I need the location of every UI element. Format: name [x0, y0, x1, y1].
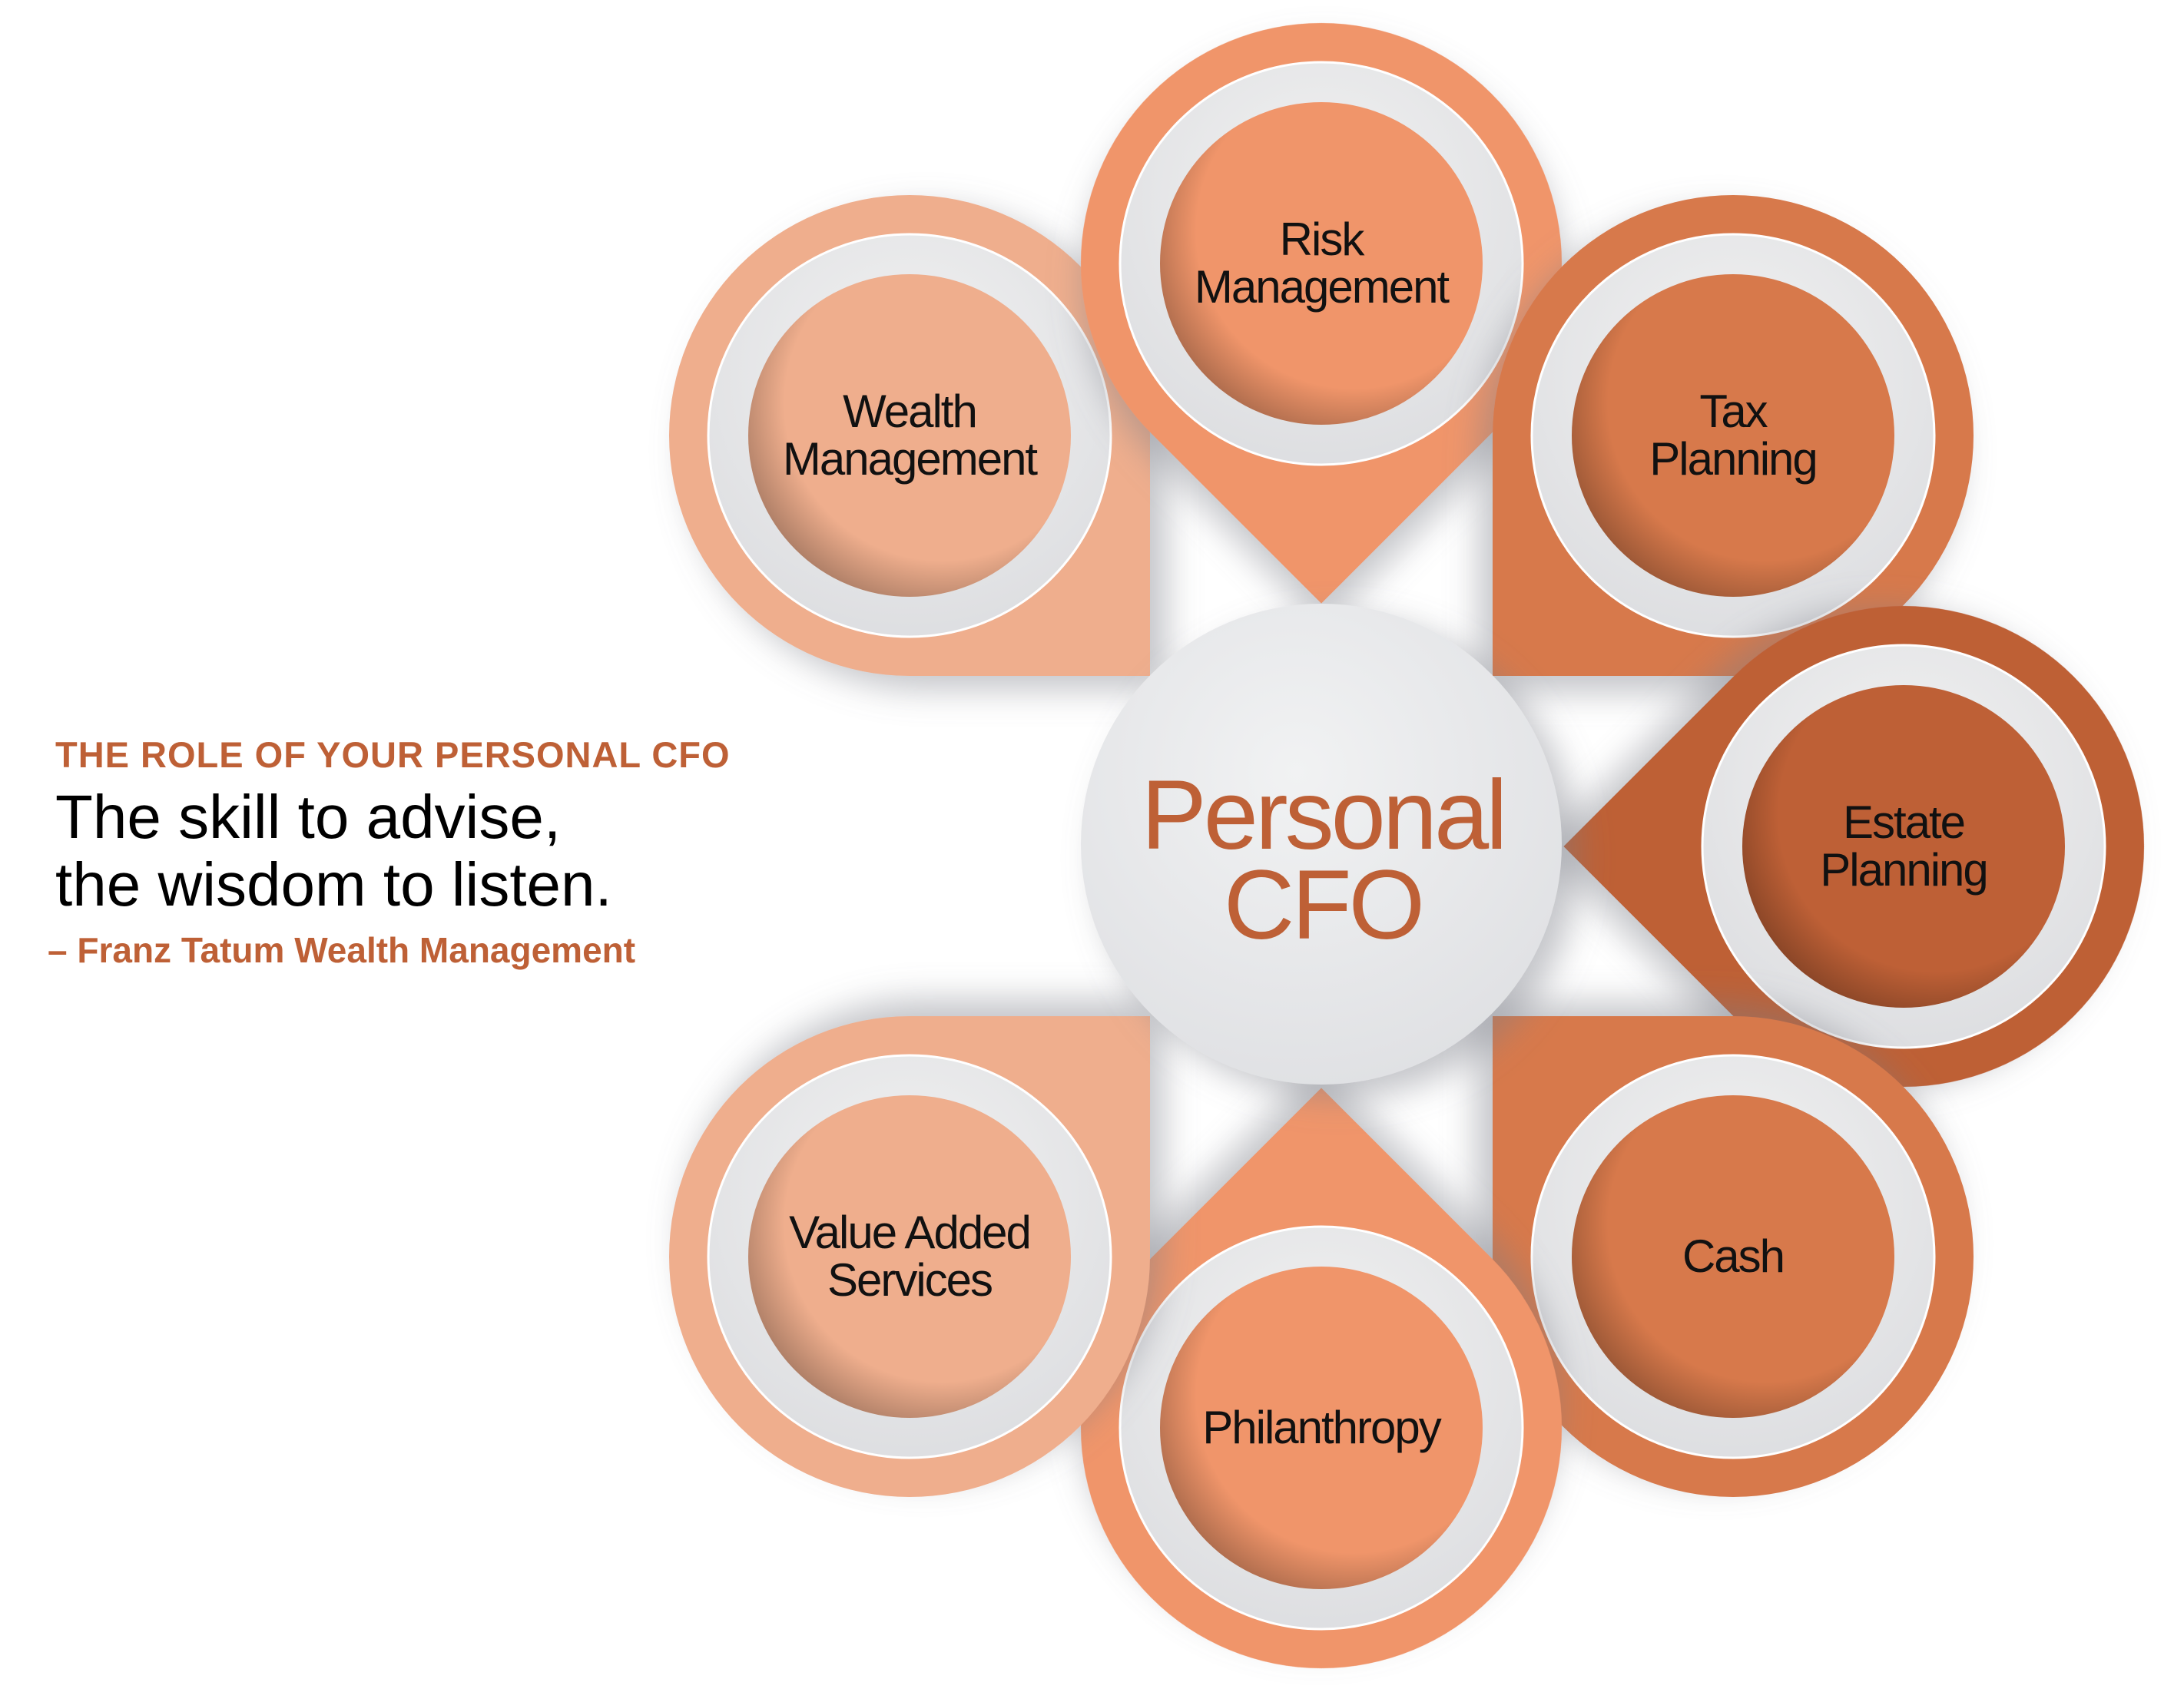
node-philanthropy: Philanthropy [1081, 1088, 1562, 1668]
node-label: Estate [1843, 796, 1964, 848]
node-label: Cash [1682, 1230, 1784, 1282]
node-core-shade [1572, 274, 1894, 597]
node-core-shade [748, 1095, 1071, 1418]
node-label: Tax [1699, 386, 1768, 437]
node-label: Value Added [789, 1207, 1030, 1258]
node-core-shade [1742, 685, 2065, 1008]
node-label: Planning [1820, 844, 1987, 896]
node-cash: Cash [1493, 1016, 1974, 1497]
node-label: Risk [1280, 214, 1366, 265]
node-core-shade [1160, 1267, 1483, 1589]
center-title-line1: Personal [1141, 760, 1504, 870]
node-label: Management [783, 433, 1039, 485]
node-core-shade [748, 274, 1071, 597]
center-title-line2: CFO [1224, 850, 1422, 960]
center-hub [1081, 604, 1562, 1085]
quote-attribution: – Franz Tatum Wealth Management [48, 930, 636, 970]
quote-line-2: the wisdom to listen. [55, 850, 612, 919]
node-core-shade [1160, 102, 1483, 425]
node-label: Management [1195, 261, 1450, 313]
node-label: Services [827, 1254, 992, 1306]
node-label: Planning [1649, 433, 1817, 485]
quote-line-1: The skill to advise, [55, 783, 562, 851]
node-core-shade [1572, 1095, 1894, 1418]
node-label: Philanthropy [1202, 1402, 1442, 1453]
node-label: Wealth [843, 386, 976, 437]
intro-kicker: THE ROLE OF YOUR PERSONAL CFO [55, 734, 731, 775]
intro-block: THE ROLE OF YOUR PERSONAL CFO The skill … [48, 734, 731, 971]
